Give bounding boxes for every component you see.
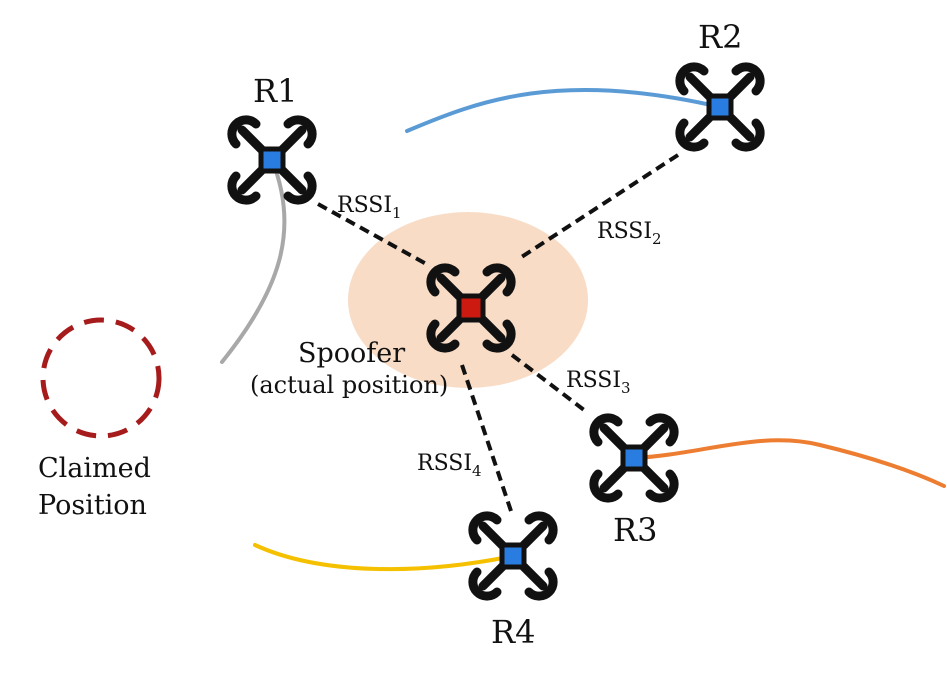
- rssi-label-r2: RSSI2: [597, 219, 662, 248]
- rssi-label-r4: RSSI4: [417, 451, 482, 480]
- drone-r3: [594, 418, 674, 498]
- claimed-label-line2: Position: [38, 490, 147, 521]
- spoofer-note: (actual position): [250, 371, 448, 399]
- r4-label: R4: [491, 613, 535, 651]
- r2-trajectory: [405, 87, 722, 133]
- drone-r4: [473, 516, 553, 596]
- claimed-label-line1: Claimed: [38, 453, 151, 484]
- r1-label: R1: [253, 72, 297, 110]
- r1-trajectory: [220, 158, 287, 364]
- rssi-link-r1: [317, 202, 431, 268]
- drone-r4-body: [499, 542, 527, 570]
- rssi-link-r4: [460, 364, 514, 515]
- drone-r2-body: [706, 93, 734, 121]
- spoofer-label: Spoofer: [298, 338, 405, 369]
- drone-r1-body: [258, 146, 286, 174]
- r3-label: R3: [613, 511, 657, 549]
- drone-spoofer: [431, 268, 511, 348]
- r4-trajectory: [253, 543, 515, 572]
- r3-trajectory: [632, 438, 946, 488]
- drone-spoofer-body: [456, 293, 486, 323]
- claimed-position-marker: [40, 317, 162, 439]
- rssi-label-r3: RSSI3: [566, 368, 631, 397]
- drone-r1: [232, 120, 312, 200]
- drone-r3-body: [620, 444, 648, 472]
- rssi-label-r1: RSSI1: [337, 193, 402, 222]
- r2-label: R2: [698, 18, 742, 56]
- drone-r2: [680, 67, 760, 147]
